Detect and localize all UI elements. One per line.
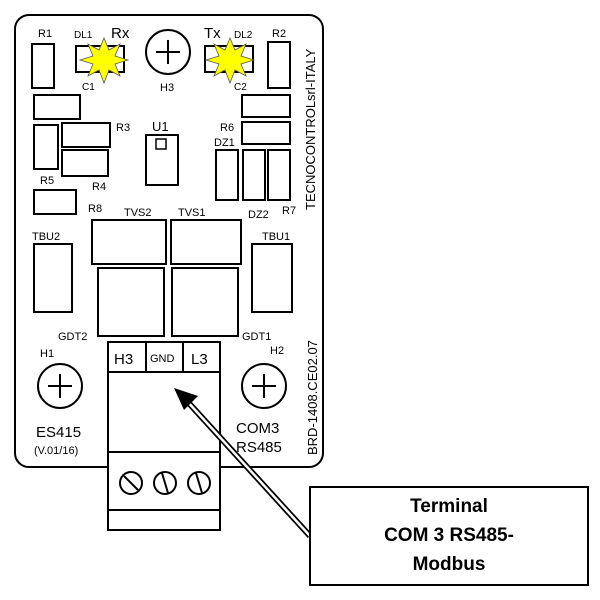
label-r1: R1 <box>38 28 52 40</box>
tx-led-glow-icon <box>204 36 256 85</box>
label-dz1: DZ1 <box>214 137 235 149</box>
callout-box <box>309 486 589 586</box>
callout-arrow-icon <box>174 388 313 539</box>
label-r8: R8 <box>88 203 102 215</box>
label-tbu2: TBU2 <box>32 231 60 243</box>
label-gdt1: GDT1 <box>242 331 271 343</box>
part-code-text: BRD-1408.CE02.07 <box>305 340 320 455</box>
terminal-pin-l3: L3 <box>191 351 208 368</box>
resistor-r7 <box>267 149 291 201</box>
tx-label: Tx <box>204 25 221 42</box>
label-r4: R4 <box>92 181 106 193</box>
resistor-r1 <box>31 43 55 89</box>
label-dz2: DZ2 <box>248 209 269 221</box>
gdt1 <box>171 267 239 337</box>
terminal-block: H3 GND L3 <box>107 341 221 531</box>
resistor-r3 <box>61 122 111 148</box>
resistor-r4 <box>61 149 109 177</box>
resistor-r2 <box>267 41 291 89</box>
label-u1: U1 <box>152 119 169 134</box>
label-tvs1: TVS1 <box>178 207 206 219</box>
tvs1 <box>170 219 242 265</box>
resistor-r8 <box>33 189 77 215</box>
label-h2: H2 <box>270 345 284 357</box>
tvs2 <box>91 219 167 265</box>
screw-icon <box>153 471 177 495</box>
gdt2 <box>97 267 165 337</box>
label-r7: R7 <box>282 205 296 217</box>
terminal-pin-gnd: GND <box>150 353 175 365</box>
capacitor-c1 <box>33 94 81 120</box>
label-tvs2: TVS2 <box>124 207 152 219</box>
callout-line-2: COM 3 RS485- <box>384 525 514 546</box>
terminal-pin-h3: H3 <box>114 351 133 368</box>
diode-dz2 <box>242 149 266 201</box>
label-dl1: DL1 <box>74 30 93 41</box>
label-dl2: DL2 <box>234 30 253 41</box>
board-model: ES415 <box>36 424 81 441</box>
port-type: RS485 <box>236 439 282 456</box>
label-h1: H1 <box>40 348 54 360</box>
label-gdt2: GDT2 <box>58 331 87 343</box>
resistor-r6 <box>241 121 291 145</box>
tbu2 <box>33 243 73 313</box>
capacitor-c2 <box>241 94 291 118</box>
screw-icon <box>187 471 211 495</box>
rx-led-glow-icon <box>78 36 130 85</box>
diode-dz1 <box>215 149 239 201</box>
board-version: (V.01/16) <box>34 445 78 457</box>
label-r2: R2 <box>272 28 286 40</box>
label-tbu1: TBU1 <box>262 231 290 243</box>
resistor-r5-vertical <box>33 124 59 170</box>
label-c2: C2 <box>234 82 247 93</box>
label-h3: H3 <box>160 82 174 94</box>
callout-line-3: Modbus <box>413 554 486 575</box>
label-r6: R6 <box>220 122 234 134</box>
label-r5: R5 <box>40 175 54 187</box>
tbu1 <box>251 243 293 313</box>
label-c1: C1 <box>82 82 95 93</box>
label-r3: R3 <box>116 122 130 134</box>
port-name: COM3 <box>236 420 279 437</box>
chip-u1-notch <box>155 138 167 150</box>
callout-line-1: Terminal <box>410 496 488 517</box>
manufacturer-text: TECNOCONTROLsrl-ITALY <box>303 48 318 210</box>
screw-icon <box>119 471 143 495</box>
rx-label: Rx <box>111 25 130 42</box>
